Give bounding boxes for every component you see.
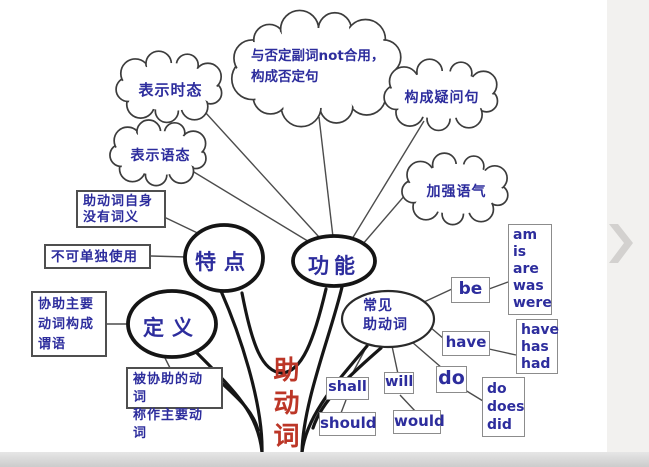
node-changjian-label: 常见 助动词 xyxy=(363,297,433,335)
photo-right-margin xyxy=(607,0,649,467)
connector-line xyxy=(351,120,425,240)
verb-will-box: will xyxy=(384,372,414,394)
connector-line xyxy=(399,394,417,413)
verb-form: has xyxy=(521,339,549,355)
node-tedian-label: 特点 xyxy=(195,250,253,274)
note-not-alone-box: 不可单独使用 xyxy=(44,244,151,269)
cloud-negation-label: 与否定副词not合用， 构成否定句 xyxy=(251,46,411,88)
verb-form: did xyxy=(487,417,512,433)
cloud-emphasis-label: 加强语气 xyxy=(426,184,487,200)
connector-line xyxy=(488,348,517,356)
verb-form: had xyxy=(521,356,551,372)
note-main-verb-line1: 被协助的动词 xyxy=(133,372,204,405)
verb-be-forms-box: am is are was were xyxy=(508,224,552,315)
verb-form: are xyxy=(513,261,539,277)
cloud-negation-line1: 与否定副词not合用， xyxy=(251,48,385,64)
note-assist-line2: 动词构成 xyxy=(38,317,95,332)
note-assist-line3: 谓语 xyxy=(38,337,67,352)
cloud-voice-label: 表示语态 xyxy=(130,148,191,164)
node-changjian-ellipse xyxy=(340,289,436,349)
tree-branch xyxy=(300,285,344,454)
verb-form: am xyxy=(513,227,538,243)
connector-line xyxy=(183,165,312,244)
verb-do-box: do xyxy=(436,366,467,393)
tree-branch xyxy=(300,344,369,454)
verb-form: do xyxy=(487,381,507,397)
connector-line xyxy=(464,389,484,402)
node-tedian-ellipse xyxy=(183,223,265,293)
connector-line xyxy=(411,341,443,369)
photo-bottom-band xyxy=(0,452,649,467)
connector-line xyxy=(391,345,399,375)
node-gongneng-ellipse xyxy=(291,234,377,288)
verb-shall-box: shall xyxy=(326,377,369,400)
connector-line xyxy=(204,111,320,238)
verb-form: was xyxy=(513,278,544,294)
verb-have-box: have xyxy=(442,331,490,356)
verb-form: does xyxy=(487,399,525,415)
connector-line xyxy=(340,399,347,414)
cloud-question xyxy=(383,58,499,132)
connector-line xyxy=(150,255,188,258)
note-main-verb-box: 被协助的动词 称作主要动词 xyxy=(126,367,223,441)
cloud-negation-line2: 构成否定句 xyxy=(251,69,319,85)
note-assist-box: 协助主要 动词构成 谓语 xyxy=(31,291,107,357)
connector-line xyxy=(488,281,509,290)
note-assist-line1: 协助主要 xyxy=(38,297,95,312)
tree-branch xyxy=(240,287,328,375)
verb-have-forms-box: have has had xyxy=(516,319,560,374)
connector-line xyxy=(423,288,453,303)
verb-form: is xyxy=(513,244,527,260)
verb-do-forms-box: do does did xyxy=(482,377,525,437)
verb-be-box: be xyxy=(451,277,490,303)
cloud-question-label: 构成疑问句 xyxy=(404,90,480,106)
cloud-emphasis xyxy=(401,152,509,226)
verb-form: were xyxy=(513,295,552,311)
chevron-right-icon[interactable] xyxy=(609,224,633,263)
verb-would-box: would xyxy=(393,410,445,434)
node-changjian-line2: 助动词 xyxy=(363,317,408,333)
verb-should-box: should xyxy=(319,412,376,436)
cloud-negation xyxy=(230,9,402,128)
note-no-meaning-line1: 助动词自身 xyxy=(83,194,154,209)
note-no-meaning-line2: 没有词义 xyxy=(83,210,140,225)
cloud-voice xyxy=(109,119,207,187)
cloud-tense xyxy=(115,50,223,124)
node-dingyi-ellipse xyxy=(126,289,218,359)
tree-trunk xyxy=(195,285,383,454)
root-label: 助动词 xyxy=(269,356,299,455)
note-no-meaning-box: 助动词自身 没有词义 xyxy=(76,190,166,228)
connector-line xyxy=(318,116,334,238)
cloud-tense-label: 表示时态 xyxy=(138,81,203,99)
node-changjian-line1: 常见 xyxy=(363,298,393,314)
node-dingyi-label: 定义 xyxy=(143,316,201,340)
note-main-verb-line2: 称作主要动词 xyxy=(133,408,204,441)
verb-form: have xyxy=(521,322,560,338)
node-gongneng-label: 功能 xyxy=(308,254,360,278)
tree-branch xyxy=(219,289,264,454)
